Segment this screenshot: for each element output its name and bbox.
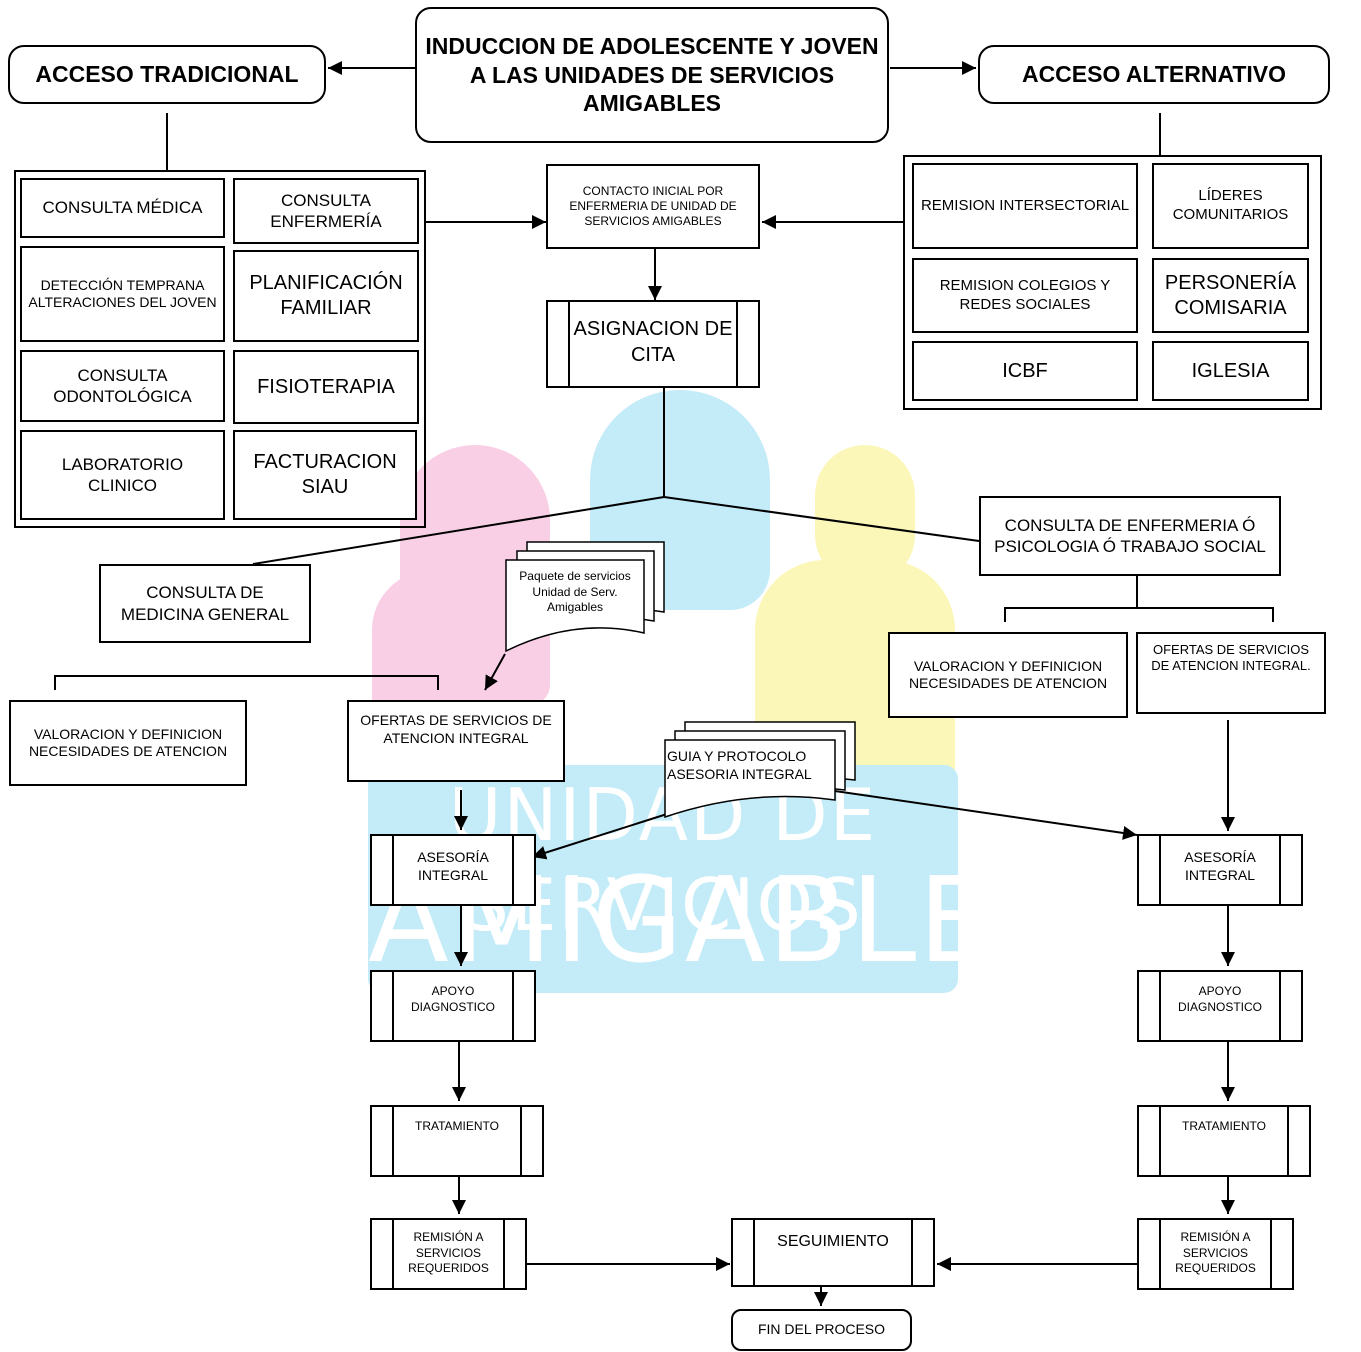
acceso-alternativo-box: ACCESO ALTERNATIVO bbox=[978, 45, 1330, 104]
acceso-tradicional-box: ACCESO TRADICIONAL bbox=[8, 45, 326, 104]
item-label: DETECCIÓN TEMPRANA ALTERACIONES DEL JOVE… bbox=[28, 276, 217, 311]
item-label: CONSULTA ENFERMERÍA bbox=[270, 190, 382, 231]
item-label: PERSONERÍA COMISARIA bbox=[1164, 271, 1297, 319]
tradicional-services-container bbox=[14, 170, 426, 528]
seguimiento-box: SEGUIMIENTO bbox=[731, 1218, 935, 1287]
line-to-consulta-enfermeria bbox=[663, 496, 980, 542]
left-apoyo-diagnostico-text: APOYO DIAGNOSTICO bbox=[410, 984, 495, 1014]
acceso-alternativo-label: ACCESO ALTERNATIVO bbox=[1021, 61, 1287, 88]
item-label: LABORATORIO CLINICO bbox=[61, 454, 184, 495]
seguimiento-text: SEGUIMIENTO bbox=[777, 1233, 889, 1250]
item-label: REMISION INTERSECTORIAL bbox=[920, 196, 1130, 214]
contacto-inicial-box: CONTACTO INICIAL POR ENFERMERIA DE UNIDA… bbox=[546, 164, 760, 249]
left-valoracion-box: VALORACION Y DEFINICION NECESIDADES DE A… bbox=[9, 700, 247, 786]
right-tratamiento-box: TRATAMIENTO bbox=[1137, 1105, 1311, 1177]
right-valoracion-box: VALORACION Y DEFINICION NECESIDADES DE A… bbox=[888, 632, 1128, 718]
left-remision-servicios-box: REMISIÓN A SERVICIOS REQUERIDOS bbox=[370, 1218, 527, 1290]
alternativo-item-remision-colegios: REMISION COLEGIOS Y REDES SOCIALES bbox=[912, 258, 1138, 333]
right-ofertas-box: OFERTAS DE SERVICIOS DE ATENCION INTEGRA… bbox=[1136, 632, 1326, 714]
tradicional-item-fisioterapia: FISIOTERAPIA bbox=[233, 350, 419, 424]
right-valoracion-text: VALORACION Y DEFINICION NECESIDADES DE A… bbox=[908, 657, 1108, 692]
line-to-medicina-general bbox=[252, 496, 665, 565]
left-valoracion-text: VALORACION Y DEFINICION NECESIDADES DE A… bbox=[28, 725, 228, 760]
tradicional-item-planificacion-familiar: PLANIFICACIÓN FAMILIAR bbox=[233, 250, 419, 342]
item-label: FACTURACION SIAU bbox=[253, 451, 397, 498]
alternativo-item-iglesia: IGLESIA bbox=[1152, 341, 1309, 401]
guia-doc-front bbox=[664, 739, 836, 819]
tradicional-item-consulta-odontologica: CONSULTA ODONTOLÓGICA bbox=[20, 350, 225, 422]
arrow-guia-to-asesoria-left bbox=[531, 813, 668, 860]
acceso-tradicional-label: ACCESO TRADICIONAL bbox=[35, 61, 299, 88]
left-apoyo-diagnostico-box: APOYO DIAGNOSTICO bbox=[370, 970, 536, 1042]
right-remision-servicios-box: REMISIÓN A SERVICIOS REQUERIDOS bbox=[1137, 1218, 1294, 1290]
right-asesoria-integral-text: ASESORÍA INTEGRAL bbox=[1184, 849, 1256, 884]
paquete-servicios-document: Paquete de servicios Unidad de Serv. Ami… bbox=[519, 569, 631, 615]
left-tratamiento-text: TRATAMIENTO bbox=[415, 1119, 499, 1133]
alternativo-item-icbf: ICBF bbox=[912, 341, 1138, 401]
item-label: IGLESIA bbox=[1191, 359, 1270, 382]
left-ofertas-text: OFERTAS DE SERVICIOS DE ATENCION INTEGRA… bbox=[360, 712, 552, 746]
item-label: PLANIFICACIÓN FAMILIAR bbox=[249, 272, 403, 319]
arrow-guia-to-asesoria-right bbox=[827, 789, 1138, 840]
item-label: CONSULTA MÉDICA bbox=[42, 198, 203, 218]
item-label: CONSULTA ODONTOLÓGICA bbox=[53, 365, 192, 406]
left-asesoria-integral-box: ASESORÍA INTEGRAL bbox=[370, 834, 536, 906]
tradicional-item-facturacion-siau: FACTURACION SIAU bbox=[233, 430, 417, 520]
left-asesoria-integral-text: ASESORÍA INTEGRAL bbox=[417, 849, 489, 884]
asignacion-cita-box: ASIGNACION DE CITA bbox=[546, 300, 760, 388]
consulta-enfermeria-psicologia-text: CONSULTA DE ENFERMERIA Ó PSICOLOGIA Ó TR… bbox=[994, 515, 1266, 556]
bracket-left bbox=[54, 675, 439, 690]
title-box: INDUCCION DE ADOLESCENTE Y JOVEN A LAS U… bbox=[415, 7, 889, 143]
alternativo-item-lideres-comunitarios: LÍDERES COMUNITARIOS bbox=[1152, 163, 1309, 249]
fin-proceso-text: FIN DEL PROCESO bbox=[757, 1321, 886, 1338]
consulta-enfermeria-psicologia-box: CONSULTA DE ENFERMERIA Ó PSICOLOGIA Ó TR… bbox=[979, 496, 1281, 576]
contacto-inicial-text: CONTACTO INICIAL POR ENFERMERIA DE UNIDA… bbox=[569, 184, 737, 228]
right-remision-servicios-text: REMISIÓN A SERVICIOS REQUERIDOS bbox=[1175, 1230, 1256, 1276]
right-apoyo-diagnostico-box: APOYO DIAGNOSTICO bbox=[1137, 970, 1303, 1042]
tradicional-item-laboratorio-clinico: LABORATORIO CLINICO bbox=[20, 430, 225, 520]
item-label: REMISION COLEGIOS Y REDES SOCIALES bbox=[939, 276, 1111, 313]
fin-proceso-box: FIN DEL PROCESO bbox=[731, 1309, 912, 1351]
right-apoyo-diagnostico-text: APOYO DIAGNOSTICO bbox=[1177, 984, 1262, 1014]
title-text: INDUCCION DE ADOLESCENTE Y JOVEN A LAS U… bbox=[425, 32, 879, 117]
guia-protocolo-document: GUIA Y PROTOCOLO ASESORIA INTEGRAL bbox=[667, 748, 812, 783]
alternativo-item-remision-intersectorial: REMISION INTERSECTORIAL bbox=[912, 163, 1138, 249]
alternativo-services-container bbox=[903, 155, 1322, 410]
bracket-right bbox=[1004, 607, 1274, 622]
arrow-paquete-to-ofertas bbox=[484, 653, 506, 691]
left-tratamiento-box: TRATAMIENTO bbox=[370, 1105, 544, 1177]
item-label: ICBF bbox=[1002, 359, 1048, 382]
left-remision-servicios-text: REMISIÓN A SERVICIOS REQUERIDOS bbox=[408, 1230, 489, 1276]
left-ofertas-box: OFERTAS DE SERVICIOS DE ATENCION INTEGRA… bbox=[347, 700, 565, 782]
consulta-medicina-general-box: CONSULTA DE MEDICINA GENERAL bbox=[99, 564, 311, 643]
tradicional-item-deteccion-temprana: DETECCIÓN TEMPRANA ALTERACIONES DEL JOVE… bbox=[20, 246, 225, 342]
asignacion-cita-text: ASIGNACION DE CITA bbox=[573, 318, 733, 366]
tradicional-item-consulta-enfermeria: CONSULTA ENFERMERÍA bbox=[233, 178, 419, 244]
item-label: LÍDERES COMUNITARIOS bbox=[1172, 187, 1289, 223]
right-tratamiento-text: TRATAMIENTO bbox=[1182, 1119, 1266, 1133]
alternativo-item-personeria-comisaria: PERSONERÍA COMISARIA bbox=[1152, 258, 1309, 333]
tradicional-item-consulta-medica: CONSULTA MÉDICA bbox=[20, 178, 225, 238]
right-ofertas-text: OFERTAS DE SERVICIOS DE ATENCION INTEGRA… bbox=[1151, 642, 1311, 674]
right-asesoria-integral-box: ASESORÍA INTEGRAL bbox=[1137, 834, 1303, 906]
item-label: FISIOTERAPIA bbox=[257, 375, 395, 398]
paquete-doc-front bbox=[505, 559, 645, 653]
consulta-medicina-general-text: CONSULTA DE MEDICINA GENERAL bbox=[120, 583, 290, 624]
